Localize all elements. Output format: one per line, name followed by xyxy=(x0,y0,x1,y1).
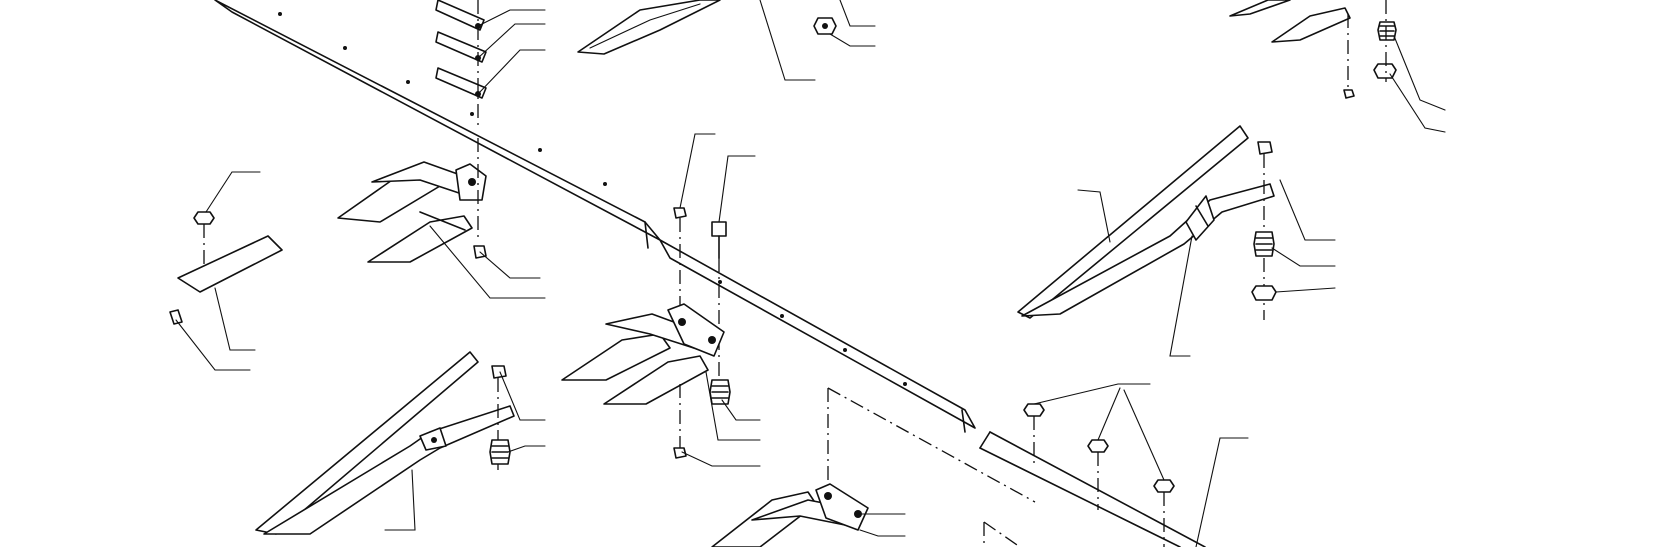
cutter-bar-holes xyxy=(278,12,607,186)
double-guard-left xyxy=(337,138,546,299)
alignment-lines xyxy=(827,387,1036,547)
knife-guard-top-right xyxy=(1229,0,1446,133)
double-guard-bottom xyxy=(711,483,906,547)
long-guard-right xyxy=(1017,125,1336,357)
long-guard-left xyxy=(255,351,546,535)
knife-guard-top-center xyxy=(577,0,816,81)
nut-set-right xyxy=(1023,383,1249,547)
double-guard-middle xyxy=(561,303,761,467)
cutter-bar-holes-lower xyxy=(718,280,907,386)
bolt-nut-center xyxy=(673,133,756,380)
guard-plates-stack xyxy=(435,0,546,130)
cutter-bar-lower xyxy=(659,239,976,433)
nut-washer-top xyxy=(813,0,876,47)
bolt-plate-far-left xyxy=(169,171,283,371)
